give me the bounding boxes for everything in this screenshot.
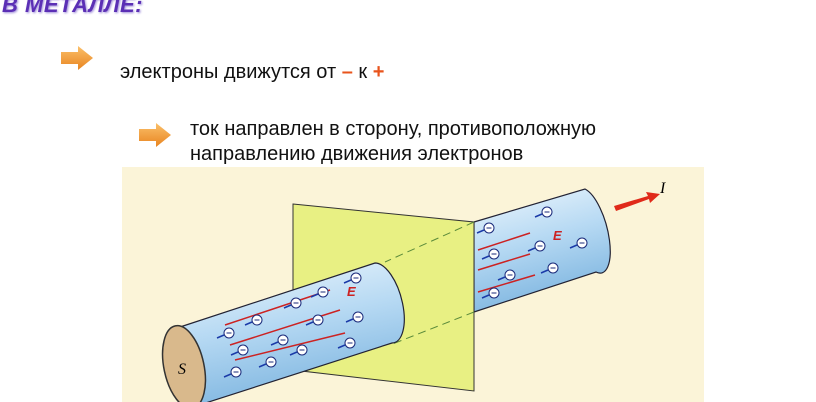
bullet-line-1: ток направлен в сторону, противоположную xyxy=(190,118,597,140)
label-e: E xyxy=(347,284,356,299)
dashed-line xyxy=(384,221,475,263)
bullet-arrow-icon xyxy=(139,123,171,147)
label-i: I xyxy=(659,180,666,197)
current-arrow-icon xyxy=(614,192,660,211)
bullet-text: электроны движутся от xyxy=(120,61,337,83)
conductor-figure: S E E I xyxy=(122,167,704,402)
plus-sign: + xyxy=(372,61,385,83)
label-s: S xyxy=(178,361,186,378)
cross-section-s xyxy=(161,324,207,402)
minus-sign: – xyxy=(341,61,353,83)
dashed-line xyxy=(389,311,475,346)
bullet-electrons: электроны движутся от – к + xyxy=(120,60,384,85)
bullet-text-k: к xyxy=(358,61,368,83)
slide-title: В МЕТАЛЛЕ: xyxy=(2,0,143,17)
label-e: E xyxy=(553,228,562,243)
bullet-current: ток направлен в сторону, противоположную… xyxy=(190,117,596,167)
bullet-arrow-icon xyxy=(61,46,93,70)
bullet-line-2: направлению движения электронов xyxy=(190,143,524,165)
